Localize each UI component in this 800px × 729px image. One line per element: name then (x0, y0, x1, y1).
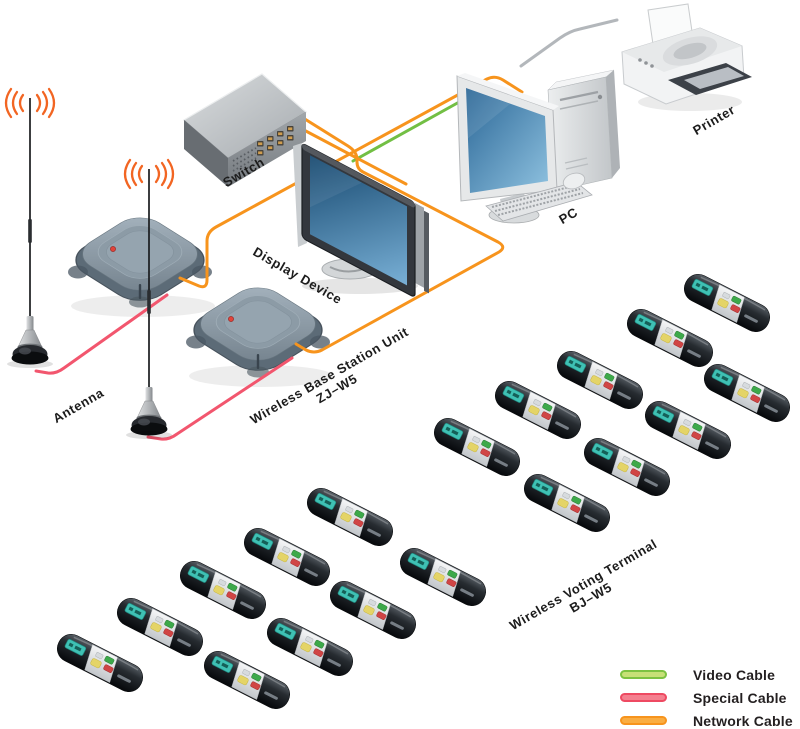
legend-row-special: Special Cable (620, 686, 793, 709)
base-station-unit-1 (62, 210, 218, 318)
legend: Video Cable Special Cable Network Cable (620, 663, 793, 729)
pc-monitor-screen (466, 88, 548, 193)
voting-terminal (174, 555, 272, 625)
special-cable-swatch (620, 693, 667, 702)
voting-terminal (51, 628, 149, 698)
voting-terminal (489, 375, 587, 445)
legend-row-network: Network Cable (620, 709, 793, 729)
antenna-1 (4, 87, 56, 370)
switch-vents (232, 147, 258, 177)
voting-terminal (578, 432, 676, 502)
pc-device (456, 69, 620, 224)
voting-terminal (678, 268, 776, 338)
network-cable-swatch (620, 716, 667, 725)
voting-terminal (324, 575, 422, 645)
voting-terminals-group (51, 268, 796, 715)
voting-terminal (301, 482, 399, 552)
voting-terminal (428, 412, 526, 482)
voting-terminal (261, 612, 359, 682)
video-cable-swatch (620, 670, 667, 679)
voting-terminal (551, 345, 649, 415)
network-cable-switch-station2 (294, 114, 505, 354)
network-cable-label: Network Cable (693, 712, 793, 729)
base-station-unit-2 (180, 280, 336, 388)
pc-tower-side (606, 70, 620, 178)
video-cable-label: Video Cable (693, 666, 776, 683)
special-cable-antenna1 (34, 293, 169, 375)
network-cable-pc-station1 (178, 75, 524, 289)
display-device (293, 143, 429, 297)
voting-terminal (394, 542, 492, 612)
voting-terminal (621, 303, 719, 373)
voting-terminal (111, 592, 209, 662)
special-cable-label: Special Cable (693, 689, 787, 706)
voting-terminal (198, 645, 296, 715)
voting-terminal (238, 522, 336, 592)
printer-device (621, 3, 752, 111)
voting-terminal (639, 395, 737, 465)
voting-terminal (518, 468, 616, 538)
special-cable-antenna2 (146, 356, 294, 441)
legend-row-video: Video Cable (620, 663, 793, 686)
network-cable-switch-display (300, 127, 408, 186)
pc-mouse (562, 172, 586, 190)
switch-device (183, 73, 307, 187)
printer-cable (519, 18, 619, 68)
voting-terminal (698, 358, 796, 428)
